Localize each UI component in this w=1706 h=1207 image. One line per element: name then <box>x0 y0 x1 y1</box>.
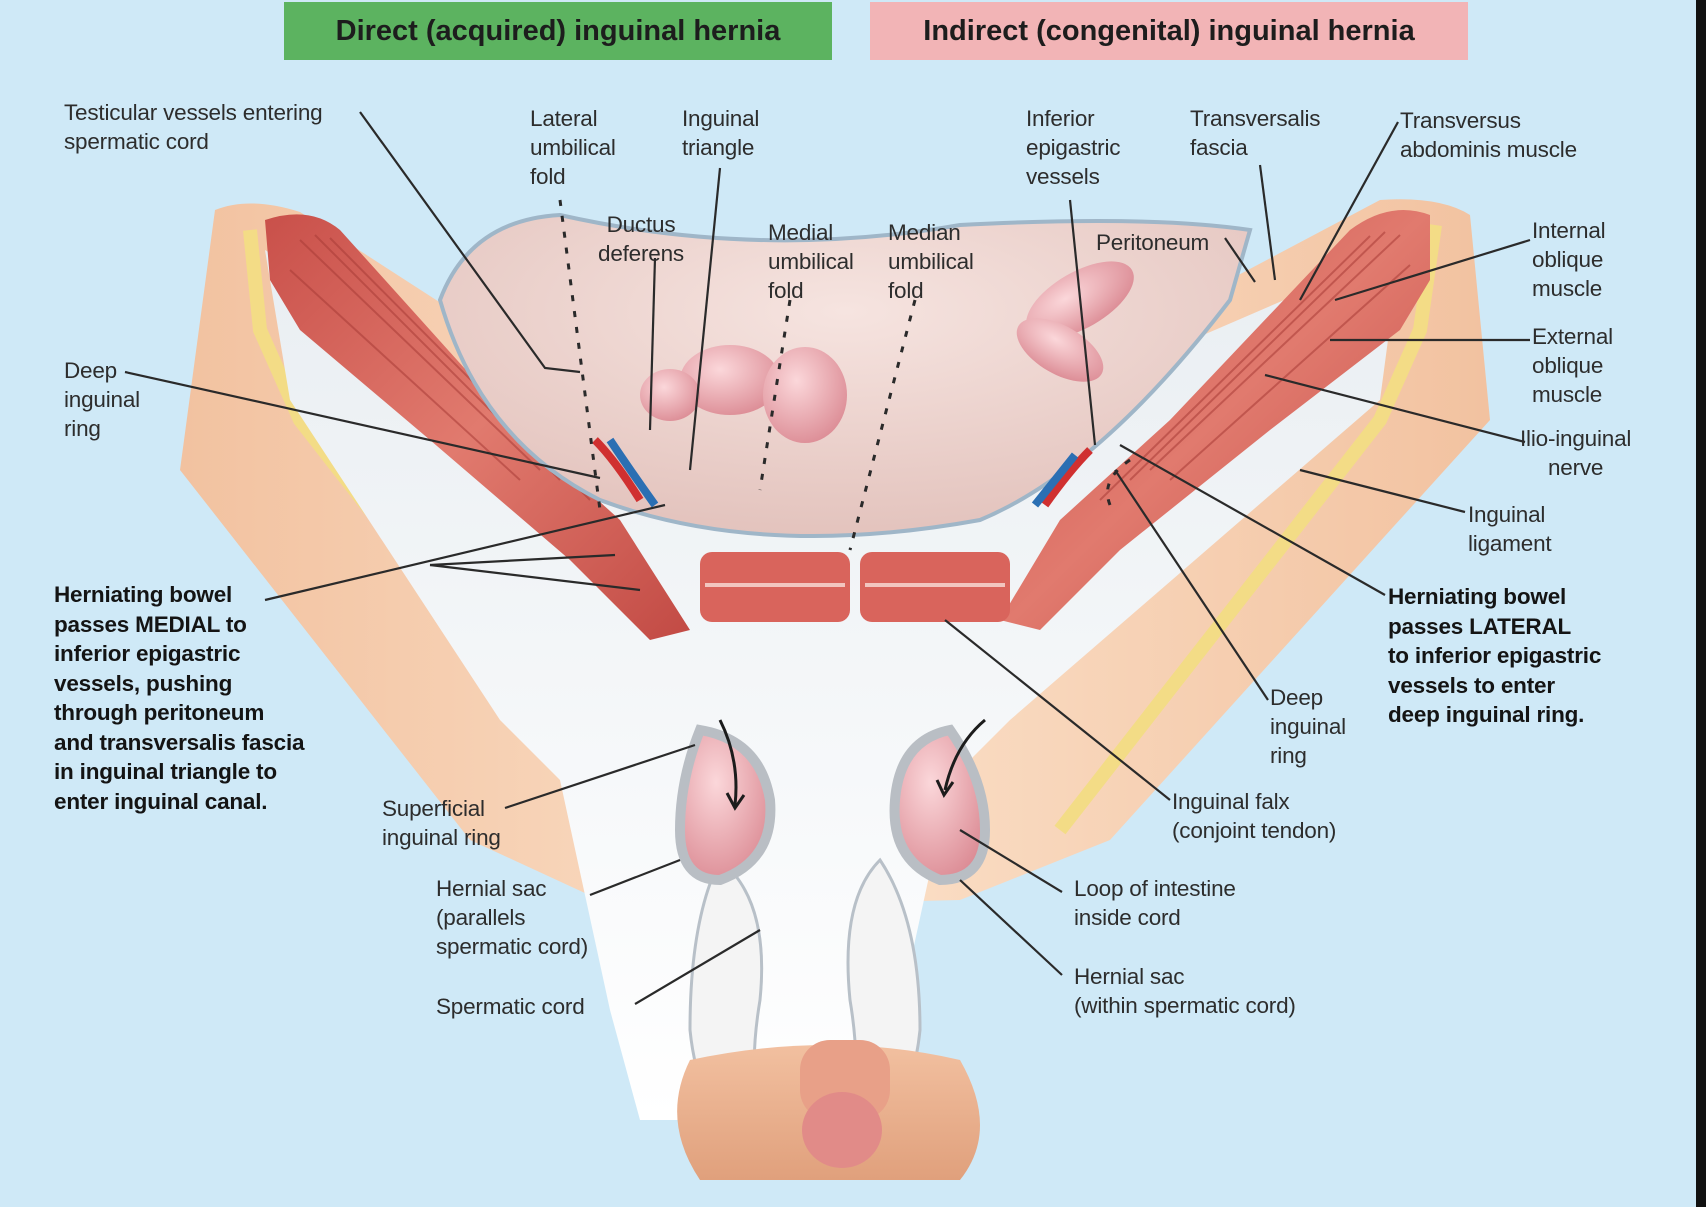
indirect-header-box <box>870 2 1468 60</box>
direct-hernia-header: Direct (acquired) inguinal hernia <box>335 15 781 47</box>
umbilical-fold-dashes <box>558 199 1131 551</box>
label-external-oblique: External oblique muscle <box>1532 324 1613 407</box>
label-hernial-sac-parallel: Hernial sac (parallels spermatic cord) <box>436 876 589 959</box>
leader-lines <box>124 111 1531 1005</box>
label-inguinal-triangle: Inguinal triangle <box>682 106 760 160</box>
label-hernial-sac-within: Hernial sac (within spermatic cord) <box>1074 964 1296 1018</box>
hernia-arrows <box>718 718 986 811</box>
label-inguinal-ligament: Inguinal ligament <box>1468 502 1552 556</box>
label-deep-ring-right: Deep inguinal ring <box>1270 685 1346 768</box>
label-transversus-abdominis: Transversus abdominis muscle <box>1400 108 1577 162</box>
label-transversalis-fascia: Transversalis fascia <box>1190 106 1321 160</box>
right-hernial-sac <box>889 724 991 886</box>
label-spermatic-cord: Spermatic cord <box>436 994 585 1019</box>
epigastric-vessels <box>592 437 1093 508</box>
glans <box>802 1092 882 1168</box>
label-medial-umbilical-fold: Medial umbilical fold <box>768 220 854 303</box>
label-herniating-medial: Herniating bowel passes MEDIAL to inferi… <box>54 582 305 814</box>
left-hernial-sac <box>674 724 776 886</box>
rectus-blocks <box>700 552 1010 622</box>
label-lateral-umbilical-fold: Lateral umbilical fold <box>530 106 616 189</box>
label-herniating-lateral: Herniating bowel passes LATERAL to infer… <box>1388 584 1602 727</box>
indirect-hernia-header: Indirect (congenital) inguinal hernia <box>923 15 1415 47</box>
direct-header-box <box>284 2 832 60</box>
right-muscle-mass <box>1000 210 1430 630</box>
label-testicular-vessels: Testicular vessels entering spermatic co… <box>64 100 323 154</box>
label-peritoneum: Peritoneum <box>1096 230 1210 255</box>
label-deep-ring-left: Deep inguinal ring <box>64 358 140 441</box>
muscle-striations <box>289 231 1411 501</box>
label-inguinal-falx: Inguinal falx (conjoint tendon) <box>1172 789 1337 843</box>
label-internal-oblique: Internal oblique muscle <box>1532 218 1606 301</box>
label-superficial-ring: Superficial inguinal ring <box>382 796 501 850</box>
label-median-umbilical-fold: Median umbilical fold <box>888 220 974 303</box>
right-black-edge <box>1696 0 1706 1207</box>
label-inferior-epigastric-vessels: Inferior epigastric vessels <box>1026 106 1121 189</box>
label-loop-of-intestine: Loop of intestine inside cord <box>1074 876 1236 930</box>
label-ductus-deferens: Ductus deferens <box>598 212 684 266</box>
left-muscle-mass <box>265 214 690 640</box>
label-ilio-inguinal-nerve: Ilio-inguinal nerve <box>1520 426 1632 480</box>
